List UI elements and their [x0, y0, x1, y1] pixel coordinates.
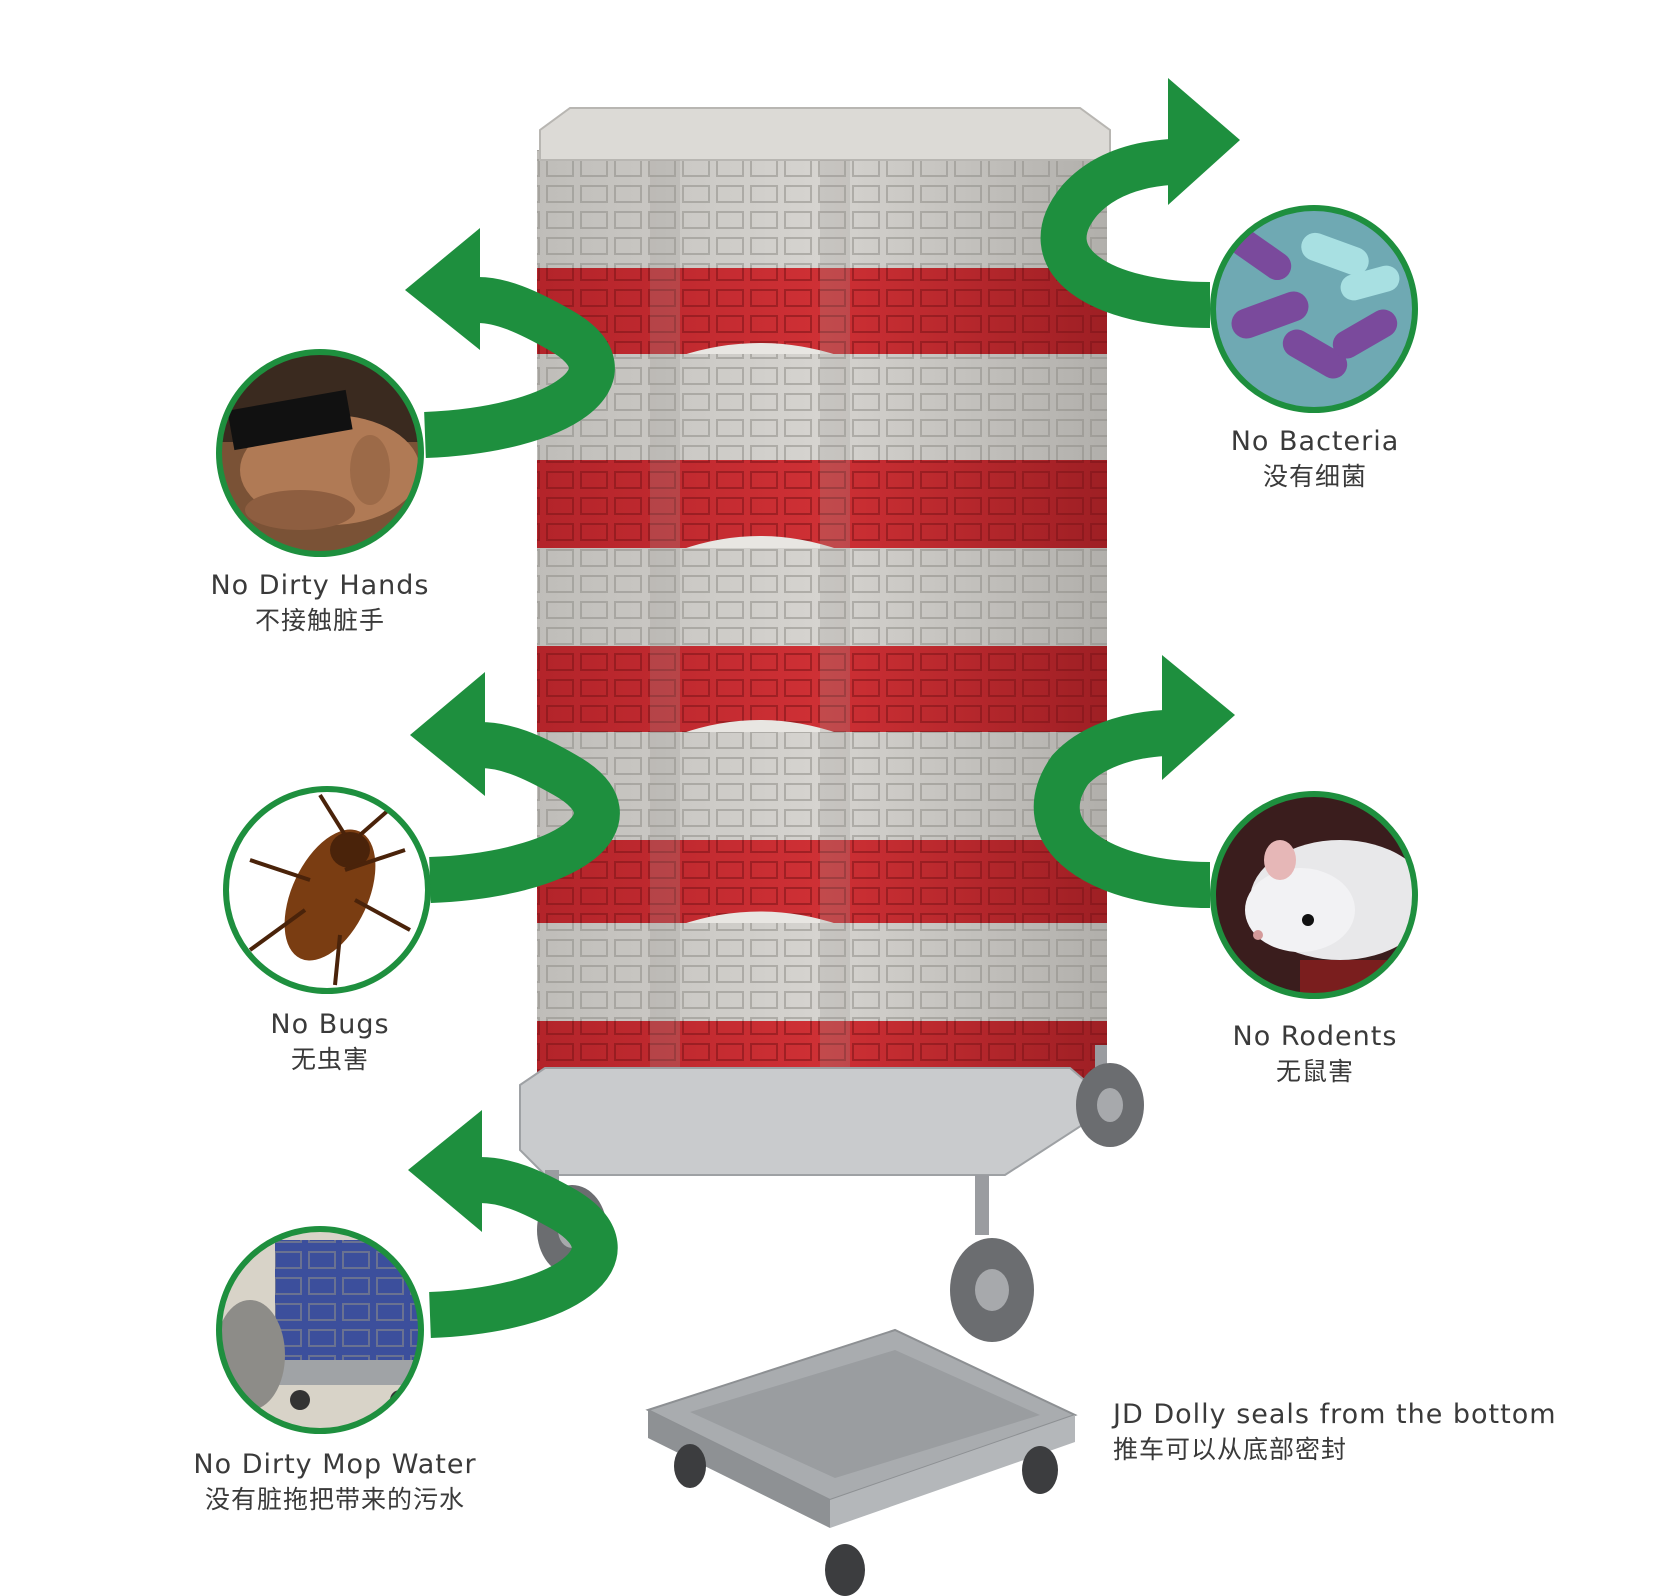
- rack-band-gray-5: [537, 923, 1107, 1023]
- dolly-caster-2: [1022, 1446, 1058, 1494]
- feature-label-rodents: No Rodents 无鼠害: [1165, 1019, 1465, 1089]
- arrow-right-bacteria-icon: [1040, 78, 1240, 328]
- arrows: [405, 78, 1240, 1338]
- feature-label-zh: 不接触脏手: [254, 606, 385, 635]
- rack-band-gray-3: [537, 548, 1107, 648]
- dirty-hand-photo-icon: [216, 349, 424, 557]
- feature-label-zh: 无虫害: [290, 1045, 369, 1074]
- arrow-left-bugs-icon: [410, 672, 620, 903]
- dolly-caption-zh: 推车可以从底部密封: [1113, 1435, 1348, 1464]
- dolly-caption: JD Dolly seals from the bottom 推车可以从底部密封: [1113, 1397, 1643, 1467]
- main-dolly: [519, 1045, 1144, 1342]
- rat-photo-icon: [1210, 791, 1418, 999]
- rack-lid: [539, 107, 1111, 161]
- rack-band-red-3: [537, 646, 1107, 734]
- feature-label-zh: 没有脏拖把带来的污水: [204, 1485, 465, 1514]
- dolly-caption-en: JD Dolly seals from the bottom: [1113, 1399, 1557, 1430]
- feature-label-en: No Bugs: [270, 1009, 390, 1040]
- arrow-left-mop-icon: [408, 1110, 618, 1338]
- arrow-left-hands-icon: [405, 228, 615, 458]
- rack-band-gray-4: [537, 732, 1107, 842]
- feature-label-en: No Rodents: [1232, 1021, 1398, 1052]
- feature-label-zh: 没有细菌: [1262, 462, 1367, 491]
- rack-band-red-4: [537, 840, 1107, 925]
- caster-front-right: [950, 1175, 1034, 1342]
- arrow-right-rodents-icon: [1033, 655, 1235, 908]
- standalone-dolly: [645, 1328, 1078, 1596]
- feature-label-en: No Bacteria: [1230, 426, 1400, 457]
- rack-band-gray-1: [537, 150, 1107, 270]
- feature-label-mop: No Dirty Mop Water 没有脏拖把带来的污水: [150, 1447, 520, 1517]
- bacteria-photo-icon: [1210, 205, 1418, 413]
- feature-label-bacteria: No Bacteria 没有细菌: [1165, 424, 1465, 494]
- caster-back-right: [1076, 1045, 1144, 1147]
- dolly-caster-3: [825, 1544, 865, 1596]
- rack-tower: [537, 107, 1111, 1111]
- rack-band-red-1: [537, 268, 1107, 356]
- feature-label-hands: No Dirty Hands 不接触脏手: [170, 568, 470, 638]
- cockroach-photo-icon: [223, 786, 431, 994]
- rack-band-red-2: [537, 460, 1107, 550]
- rack-band-gray-2: [537, 354, 1107, 462]
- dolly-caster-1: [674, 1444, 706, 1488]
- feature-label-zh: 无鼠害: [1275, 1057, 1354, 1086]
- mop-dolly-photo-icon: [216, 1226, 424, 1434]
- feature-label-bugs: No Bugs 无虫害: [180, 1007, 480, 1077]
- feature-label-en: No Dirty Hands: [210, 570, 430, 601]
- feature-label-en: No Dirty Mop Water: [193, 1449, 477, 1480]
